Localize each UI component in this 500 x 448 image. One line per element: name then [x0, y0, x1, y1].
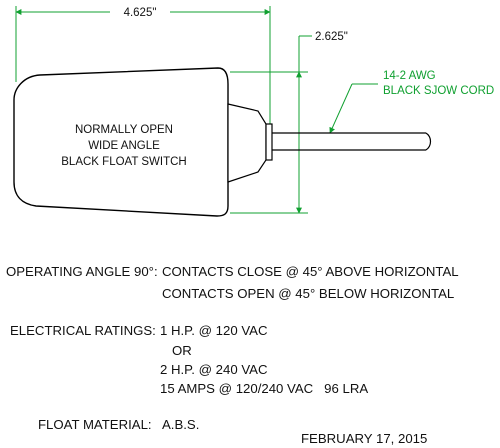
switch-label-line1: NORMALLY OPEN — [75, 124, 173, 136]
cord-label-line2: BLACK SJOW CORD — [383, 85, 494, 97]
power-cord — [272, 132, 432, 151]
height-dimension-label: 2.625" — [315, 31, 348, 43]
float-material-label: FLOAT MATERIAL: — [38, 417, 152, 432]
switch-label-line2: WIDE ANGLE — [88, 140, 160, 152]
width-dimension — [15, 6, 271, 125]
cord-label-line1: 14-2 AWG — [383, 70, 436, 82]
float-material-value: A.B.S. — [162, 417, 200, 432]
operating-angle-line1: CONTACTS CLOSE @ 45° ABOVE HORIZONTAL — [162, 264, 459, 279]
document-date: FEBRUARY 17, 2015 — [301, 431, 428, 446]
cord-leader — [329, 83, 378, 134]
cord-strain-relief — [227, 103, 273, 183]
float-body — [13, 67, 229, 217]
height-dimension — [230, 35, 312, 214]
electrical-line4: 15 AMPS @ 120/240 VAC 96 LRA — [160, 381, 369, 396]
operating-angle-line2: CONTACTS OPEN @ 45° BELOW HORIZONTAL — [162, 286, 455, 301]
operating-angle-label: OPERATING ANGLE 90°: — [6, 264, 158, 279]
electrical-line1: 1 H.P. @ 120 VAC — [160, 323, 268, 338]
switch-label-line3: BLACK FLOAT SWITCH — [61, 156, 186, 168]
electrical-ratings-label: ELECTRICAL RATINGS: — [10, 323, 156, 338]
electrical-line2: OR — [172, 343, 192, 358]
electrical-line3: 2 H.P. @ 240 VAC — [160, 362, 268, 377]
float-switch-drawing: 4.625" 2.625" 14-2 AWG BLACK SJOW CORD N… — [13, 6, 494, 217]
width-dimension-label: 4.625" — [124, 7, 157, 19]
